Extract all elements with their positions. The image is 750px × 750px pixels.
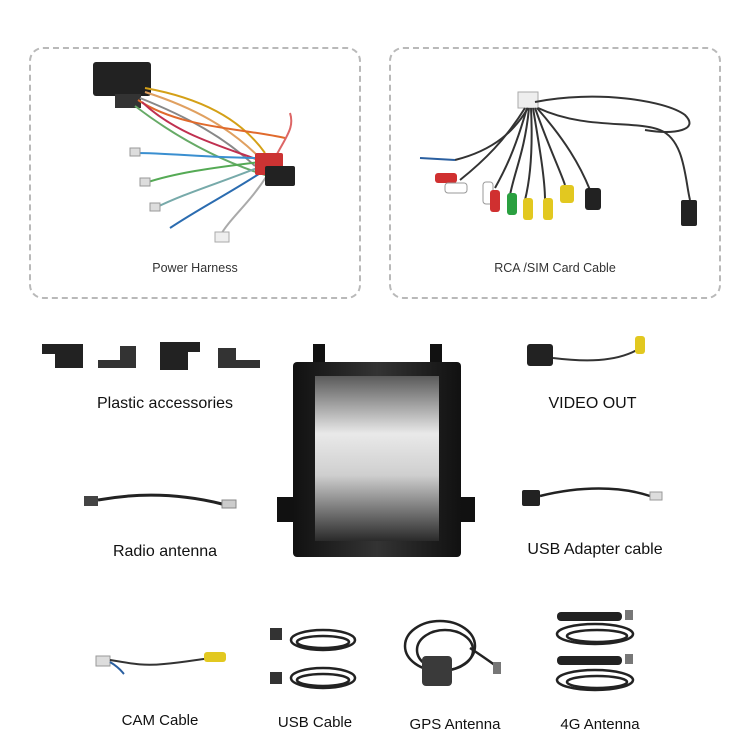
plastic-accessories-label: Plastic accessories — [96, 395, 234, 412]
4g-antenna-image — [555, 610, 635, 692]
video-out-cable-image — [527, 336, 645, 366]
rca-sim-panel — [389, 47, 721, 299]
plastic-accessories-image — [42, 342, 260, 370]
4g-antenna-label: 4G Antenna — [560, 716, 640, 733]
radio-antenna-label: Radio antenna — [112, 543, 218, 560]
usb-cable-label: USB Cable — [277, 714, 353, 731]
rca-sim-cable-image — [419, 91, 697, 226]
cam-cable-image — [95, 652, 226, 675]
power-harness-image — [93, 62, 295, 243]
usb-adapter-cable-image — [522, 487, 663, 506]
video-out-label: VIDEO OUT — [548, 395, 637, 412]
power-harness-panel — [29, 47, 361, 299]
usb-adapter-cable-label: USB Adapter cable — [527, 541, 663, 558]
gps-antenna-label: GPS Antenna — [409, 716, 501, 733]
head-unit-image — [277, 344, 475, 557]
rca-sim-cable-label: RCA /SIM Card Cable — [494, 261, 616, 275]
power-harness-label: Power Harness — [152, 261, 238, 275]
gps-antenna-image — [403, 619, 501, 686]
usb-cable-image — [270, 628, 357, 690]
radio-antenna-image — [84, 493, 237, 509]
cam-cable-label: CAM Cable — [121, 712, 199, 729]
